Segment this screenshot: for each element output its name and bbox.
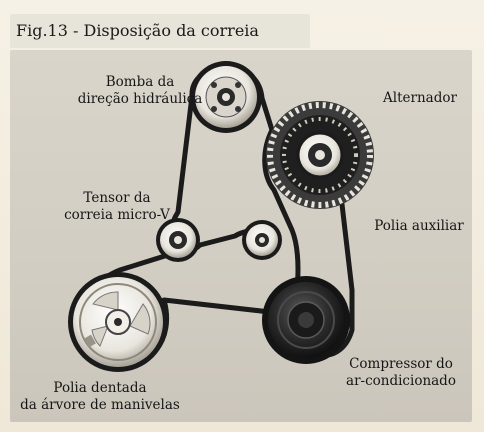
label-belt-tensioner: Tensor da correia micro-V: [64, 190, 170, 223]
label-alternator: Alternador: [383, 90, 457, 106]
ac-compressor-pulley: [262, 276, 350, 364]
auxiliary-pulley: [242, 220, 282, 260]
label-power-steering-pump: Bomba da direção hidráulica: [77, 74, 203, 107]
alternator: [266, 101, 374, 209]
crankshaft-pulley: [68, 272, 168, 372]
label-crankshaft-pulley: Polia dentada da árvore de manivelas: [20, 380, 180, 413]
belt-tensioner-pulley: [156, 218, 200, 262]
power-steering-pump-pulley: [190, 61, 262, 133]
label-ac-compressor: Compressor do ar-condicionado: [346, 356, 456, 389]
label-auxiliary-pulley: Polia auxiliar: [374, 218, 464, 234]
